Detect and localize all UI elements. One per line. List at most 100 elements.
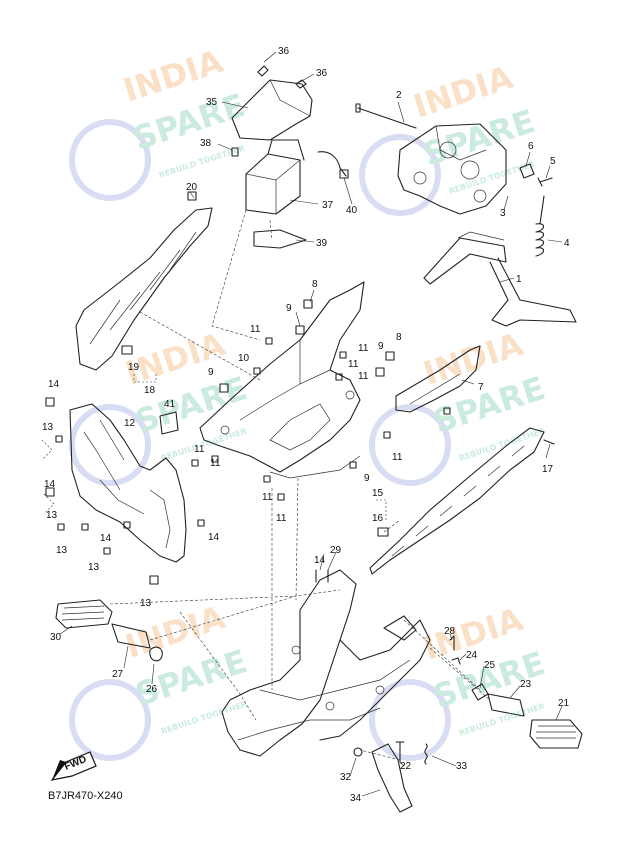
callout-8: 8 — [312, 279, 318, 290]
callout-21: 23 — [520, 679, 532, 690]
callout-11: 11 — [392, 452, 403, 463]
callout-38: 38 — [200, 138, 212, 149]
engine-bracket — [397, 123, 507, 215]
callout-11: 11 — [262, 492, 273, 503]
leader-lines — [59, 51, 563, 797]
callout-11: 11 — [276, 513, 287, 524]
side-stand-nut — [353, 747, 363, 757]
callout-8: 8 — [396, 332, 402, 343]
callout-27: 30 — [50, 632, 62, 643]
battery-cover — [231, 65, 313, 141]
callout-9: 9 — [286, 303, 292, 314]
callout-2: 2 — [396, 90, 402, 101]
group-brackets — [41, 374, 387, 520]
fasteners — [45, 191, 555, 585]
label-sticker — [159, 411, 179, 435]
callout-14: 13 — [88, 562, 100, 573]
side-cover-clip — [377, 527, 389, 537]
callout-20: 20 — [186, 182, 198, 193]
stand-spring — [535, 223, 545, 257]
watermark-emblem — [69, 404, 151, 486]
callout-13: 13 — [46, 510, 58, 521]
right-side-cover — [369, 427, 545, 575]
callout-10: 10 — [238, 353, 250, 364]
callout-41: 41 — [164, 399, 176, 410]
watermark-emblem — [369, 404, 451, 486]
callout-34: 32 — [340, 772, 352, 783]
callout-19: 19 — [128, 362, 140, 373]
callout-13: 13 — [42, 422, 54, 433]
callout-32: 33 — [456, 761, 468, 772]
callout-14: 14 — [44, 479, 56, 490]
callout-14: 13 — [56, 545, 68, 556]
callout-3: 3 — [500, 208, 506, 219]
callout-11: 11 — [210, 458, 221, 469]
front-leg-shield — [69, 403, 187, 563]
callout-17: 17 — [542, 464, 554, 475]
callout-28: 26 — [146, 684, 158, 695]
callout-36: 36 — [278, 46, 290, 57]
watermark-tagline: REBUILD TOGETHER — [158, 144, 246, 180]
footrest-pivot — [471, 683, 489, 701]
left-footrest — [55, 599, 113, 629]
frame — [221, 569, 431, 757]
watermark-emblem — [369, 679, 451, 761]
callout-29: 14 — [314, 555, 326, 566]
callout-23: 25 — [484, 660, 496, 671]
callout-11: 11 — [194, 444, 205, 455]
callout-33: 22 — [400, 761, 412, 772]
callout-4: 4 — [564, 238, 570, 249]
footrest-ring — [149, 646, 163, 662]
battery-pad — [253, 229, 307, 249]
callout-37: 37 — [322, 200, 334, 211]
watermark-bottom-left: INDIA SPARE REBUILD TOGETHER — [69, 598, 252, 761]
watermark-top-right: INDIA SPARE REBUILD TOGETHER — [359, 58, 540, 216]
callout-5: 5 — [550, 156, 556, 167]
callout-35: 35 — [206, 97, 218, 108]
callout-39: 39 — [316, 238, 328, 249]
callout-31: 34 — [350, 793, 362, 804]
side-stand-spring — [424, 743, 428, 765]
watermark-mid-left: INDIA SPARE REBUILD TOGETHER — [69, 325, 252, 486]
left-footrest-bracket — [111, 623, 151, 649]
callout-14: 14 — [48, 379, 60, 390]
watermark-tagline: REBUILD TOGETHER — [160, 700, 248, 736]
callout-9: 9 — [378, 341, 384, 352]
right-footboard-cover — [395, 345, 481, 413]
callout-30: 29 — [330, 545, 342, 556]
main-stand — [423, 231, 577, 327]
callout-14: 13 — [140, 598, 152, 609]
callout-16: 16 — [372, 513, 384, 524]
left-side-cover — [75, 207, 213, 371]
stand-spring-hook — [539, 195, 545, 225]
callout-15: 15 — [372, 488, 384, 499]
side-stand-bolt — [395, 741, 405, 763]
watermark-emblem — [69, 679, 151, 761]
watermark-emblem — [69, 119, 151, 201]
callout-11: 11 — [250, 324, 261, 335]
callout-22: 21 — [558, 698, 570, 709]
stand-clip — [519, 163, 535, 179]
callout-18: 18 — [144, 385, 156, 396]
callout-labels: 36 36 35 38 37 40 39 2 6 5 3 4 1 20 8 9 … — [42, 46, 570, 804]
callout-9: 9 — [208, 367, 214, 378]
assembly-dashed-lines — [109, 209, 491, 761]
callout-11: 11 — [348, 359, 359, 370]
side-stand — [371, 743, 413, 813]
stand-shaft — [355, 103, 417, 129]
callout-25: 24 — [466, 650, 478, 661]
watermark-emblem — [359, 134, 441, 216]
callout-6: 6 — [528, 141, 534, 152]
right-footrest-bracket — [487, 693, 525, 717]
watermark-tagline: REBUILD TOGETHER — [458, 427, 546, 463]
stand-bolt — [537, 177, 553, 187]
callout-40: 40 — [346, 205, 358, 216]
battery-wire — [317, 151, 347, 177]
right-footrest — [529, 719, 583, 749]
callout-11: 11 — [358, 343, 369, 354]
callout-12: 12 — [124, 418, 136, 429]
callout-13: 14 — [208, 532, 220, 543]
callout-26: 27 — [112, 669, 124, 680]
